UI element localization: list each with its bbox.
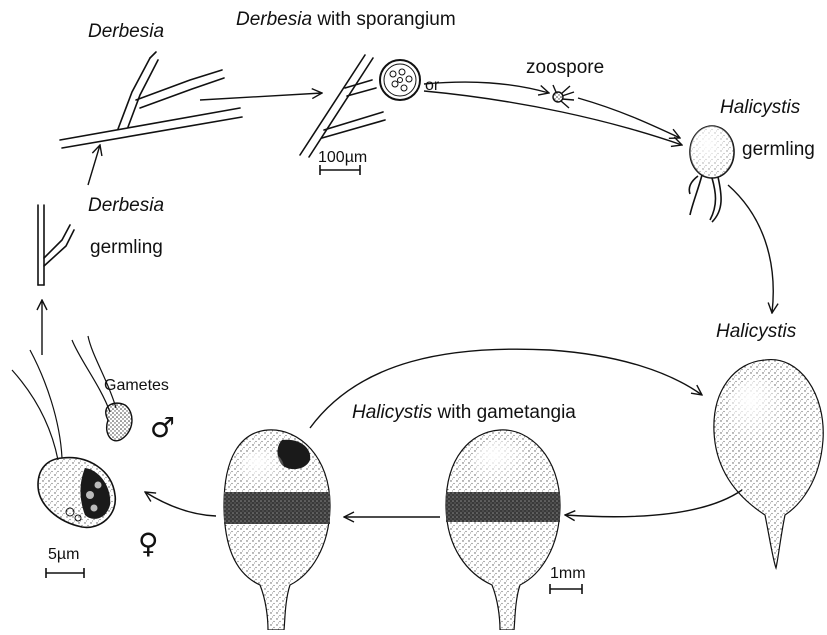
label-derbesia-with-sporangium-genus: Derbesia: [236, 9, 312, 30]
derbesia-sporangium-filament: [300, 55, 385, 157]
halicystis-gametangia-middle: [446, 430, 560, 630]
label-zoospore: zoospore: [526, 58, 604, 77]
arrow-germling-to-halicystis: [728, 185, 773, 313]
label-halicystis: Halicystis: [716, 322, 796, 341]
zoospore: [553, 85, 574, 108]
female-gamete: [12, 350, 115, 527]
scale-bar-5um: [46, 568, 84, 578]
arrow-halicystis-to-gametangia-middle: [565, 490, 742, 517]
label-halicystis-germling-genus: Halicystis: [720, 98, 800, 117]
arrow-sporangium-to-zoospore: [424, 82, 549, 93]
derbesia-germling: [38, 205, 74, 285]
label-halicystis-germling-rest: germling: [742, 140, 815, 159]
label-gametes: Gametes: [104, 378, 169, 394]
label-or: or: [425, 78, 439, 94]
label-scale-100um: 100µm: [318, 150, 367, 166]
label-derbesia-germling-rest: germling: [90, 238, 163, 257]
label-derbesia-with-sporangium-rest: with sporangium: [317, 9, 455, 30]
arrow-derbesia-to-sporangium: [200, 93, 322, 100]
halicystis-germling: [689, 126, 734, 222]
label-scale-5um: 5µm: [48, 547, 79, 563]
label-halicystis-with-gametangia-rest: with gametangia: [438, 402, 576, 423]
label-halicystis-with-gametangia: Halicystis with gametangia: [352, 403, 576, 422]
label-halicystis-with-gametangia-genus: Halicystis: [352, 402, 432, 423]
male-symbol: ♂: [150, 414, 175, 442]
halicystis-mature: [714, 360, 823, 568]
label-derbesia: Derbesia: [88, 22, 164, 41]
arrow-germling-to-derbesia: [88, 145, 100, 185]
sporangium: [380, 60, 420, 100]
derbesia-filament: [60, 52, 242, 148]
arrow-left-gametangia-to-gametes: [145, 492, 216, 516]
scale-bar-100um: [320, 165, 360, 175]
arrow-zoospore-to-halicystis-germling: [578, 98, 680, 138]
label-derbesia-with-sporangium: Derbesia with sporangium: [236, 10, 456, 29]
label-scale-1mm: 1mm: [550, 566, 586, 582]
cycle-arrows: [42, 82, 773, 517]
scale-bar-1mm: [550, 584, 582, 594]
halicystis-gametangia-left: [224, 430, 330, 630]
label-derbesia-germling-genus: Derbesia: [88, 196, 164, 215]
female-symbol: ♀: [138, 530, 159, 558]
